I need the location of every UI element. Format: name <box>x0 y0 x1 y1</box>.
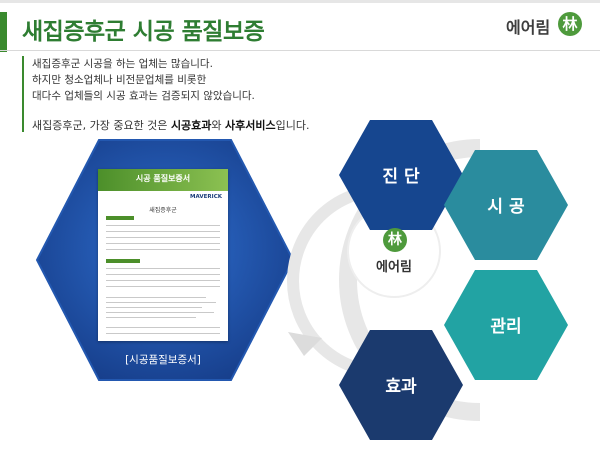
title-accent-bar <box>0 12 7 52</box>
certificate-rule <box>106 307 202 308</box>
certificate-header-title: 시공 품질보증서 <box>135 174 191 183</box>
center-logo-text: 에어림 <box>376 260 412 275</box>
step-label-effect: 효과 <box>385 377 417 397</box>
emphasis-keyword-1: 시공효과 <box>170 119 212 132</box>
certificate-rule <box>106 268 220 269</box>
emphasis-keyword-2: 사후서비스 <box>225 119 276 132</box>
description-accent-bar <box>22 56 24 132</box>
page-title: 새집증후군 시공 품질보증 <box>22 19 265 45</box>
center-logo-icon: 林 <box>383 228 407 252</box>
emphasis-suffix: 입니다. <box>275 119 310 132</box>
brand-logo-icon: 林 <box>558 12 582 36</box>
certificate-rule <box>106 231 220 232</box>
description-line-1: 새집증후군 시공을 하는 업체는 많습니다. <box>32 58 213 70</box>
process-cycle-diagram <box>287 120 568 440</box>
top-rule <box>0 0 600 3</box>
certificate-subtitle: 새집증후군 <box>149 207 177 214</box>
title-divider <box>0 50 600 51</box>
certificate-rule <box>106 249 220 250</box>
certificate-section-tag <box>106 259 140 263</box>
certificate-rule <box>106 317 196 318</box>
description-line-2: 하지만 청소업체나 비전문업체를 비롯한 <box>32 74 207 86</box>
certificate-section-tag <box>106 216 134 220</box>
certificate-rule <box>106 286 220 287</box>
certificate-rule <box>106 274 220 275</box>
step-label-management: 관리 <box>490 317 522 337</box>
certificate-rule <box>106 312 214 313</box>
certificate-caption: [시공품질보증서] <box>125 354 201 366</box>
step-label-diagnosis: 진 단 <box>382 167 420 187</box>
brand-logo-text: 에어림 <box>506 18 551 37</box>
cycle-arrow-icon <box>288 332 322 356</box>
certificate-rule <box>106 237 220 238</box>
emphasis-prefix: 새집증후군, 가장 중요한 것은 <box>32 119 171 132</box>
certificate-rule <box>106 280 220 281</box>
hexagon-effect <box>339 330 463 440</box>
certificate-brand: MAVERICK <box>190 194 222 200</box>
hexagon-diagnosis <box>339 120 463 230</box>
step-label-construction: 시 공 <box>487 197 525 217</box>
certificate-rule <box>106 333 220 334</box>
certificate-rule <box>106 297 206 298</box>
certificate-document: 시공 품질보증서 MAVERICK 새집증후군 <box>98 169 228 341</box>
certificate-rule <box>106 302 216 303</box>
description-line-3: 대다수 업체들의 시공 효과는 검증되지 않았습니다. <box>32 90 255 102</box>
certificate-rule <box>106 327 220 328</box>
cycle-inner-arc <box>287 184 385 378</box>
certificate-rule <box>106 243 220 244</box>
certificate-rule <box>106 225 220 226</box>
hexagon-management <box>444 270 568 380</box>
hexagon-construction <box>444 150 568 260</box>
certificate-header <box>98 169 228 191</box>
emphasis-mid: 와 <box>211 119 226 132</box>
description-emphasis-line: 새집증후군, 가장 중요한 것은 시공효과와 사후서비스입니다. <box>32 117 310 133</box>
